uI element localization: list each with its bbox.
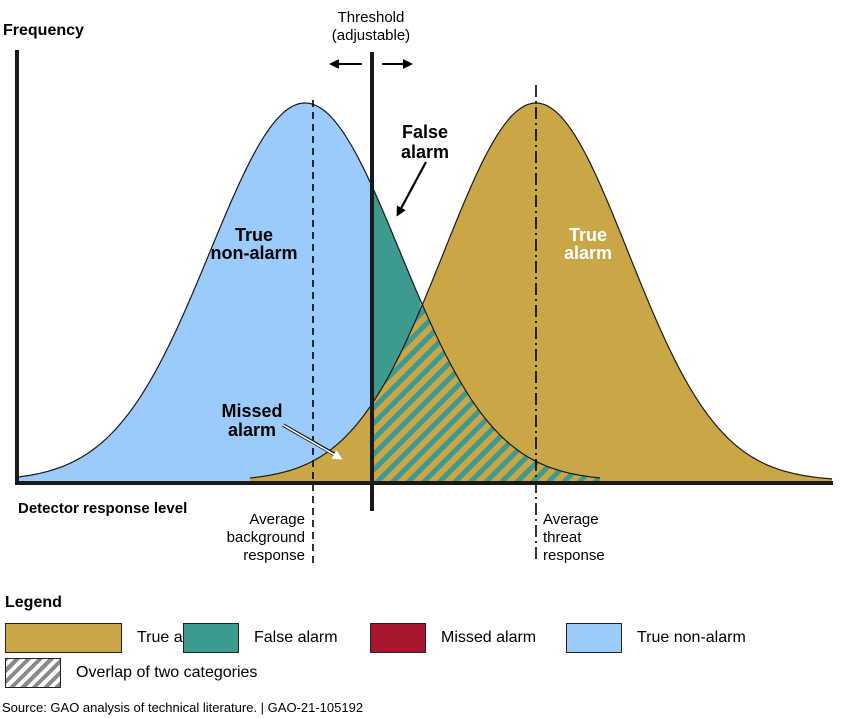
source-note: Source: GAO analysis of technical litera… — [2, 700, 364, 715]
detector-response-label: Detector response level — [18, 500, 187, 517]
legend-swatch-false-alarm — [183, 623, 239, 653]
frequency-label: Frequency — [3, 22, 84, 39]
false-alarm-region — [372, 186, 421, 404]
true-non-alarm-label-line2: non-alarm — [210, 243, 297, 263]
legend-label-missed-alarm: Missed alarm — [441, 629, 537, 646]
missed-alarm-label-line1: Missed — [221, 401, 282, 421]
avg-background-line1: Average — [249, 511, 305, 528]
false-alarm-label-line2: alarm — [401, 142, 449, 162]
legend-swatch-true-non-alarm — [566, 623, 622, 653]
avg-threat-line1: Average — [543, 511, 599, 528]
legend-item-overlap: Overlap of two categories — [5, 658, 257, 688]
legend-item-false-alarm: False alarm — [183, 623, 338, 653]
missed-alarm-arrow-tip — [282, 424, 343, 460]
overlap-hatched-region — [372, 305, 600, 481]
threat-curve-outline — [249, 102, 833, 480]
avg-background-line3: response — [243, 547, 305, 564]
threshold-label-line2: (adjustable) — [332, 27, 410, 44]
legend-swatch-missed-alarm — [370, 623, 426, 653]
detection-threshold-diagram: Frequency Threshold (adjustable) False a… — [3, 9, 833, 564]
true-alarm-label-line2: alarm — [564, 243, 612, 263]
legend-label-true-non-alarm: True non-alarm — [637, 629, 746, 646]
legend-title: Legend — [5, 594, 62, 611]
false-alarm-arrow — [396, 161, 427, 217]
true-alarm-label-line1: True — [569, 225, 607, 245]
true-non-alarm-label-line1: True — [235, 225, 273, 245]
legend-swatch-overlap — [5, 658, 61, 688]
avg-threat-line3: response — [543, 547, 605, 564]
avg-threat-line2: threat — [543, 529, 582, 546]
legend-label-false-alarm: False alarm — [254, 629, 338, 646]
missed-alarm-label-line2: alarm — [228, 420, 276, 440]
false-alarm-label-line1: False — [402, 122, 448, 142]
legend-swatch-true-alarm — [5, 623, 122, 653]
avg-background-line2: background — [227, 529, 305, 546]
legend-item-missed-alarm: Missed alarm — [370, 623, 536, 653]
legend-item-true-non-alarm: True non-alarm — [566, 623, 746, 653]
legend-label-overlap: Overlap of two categories — [76, 664, 258, 681]
threshold-label-line1: Threshold — [338, 9, 405, 26]
background-curve-outline — [17, 102, 601, 479]
